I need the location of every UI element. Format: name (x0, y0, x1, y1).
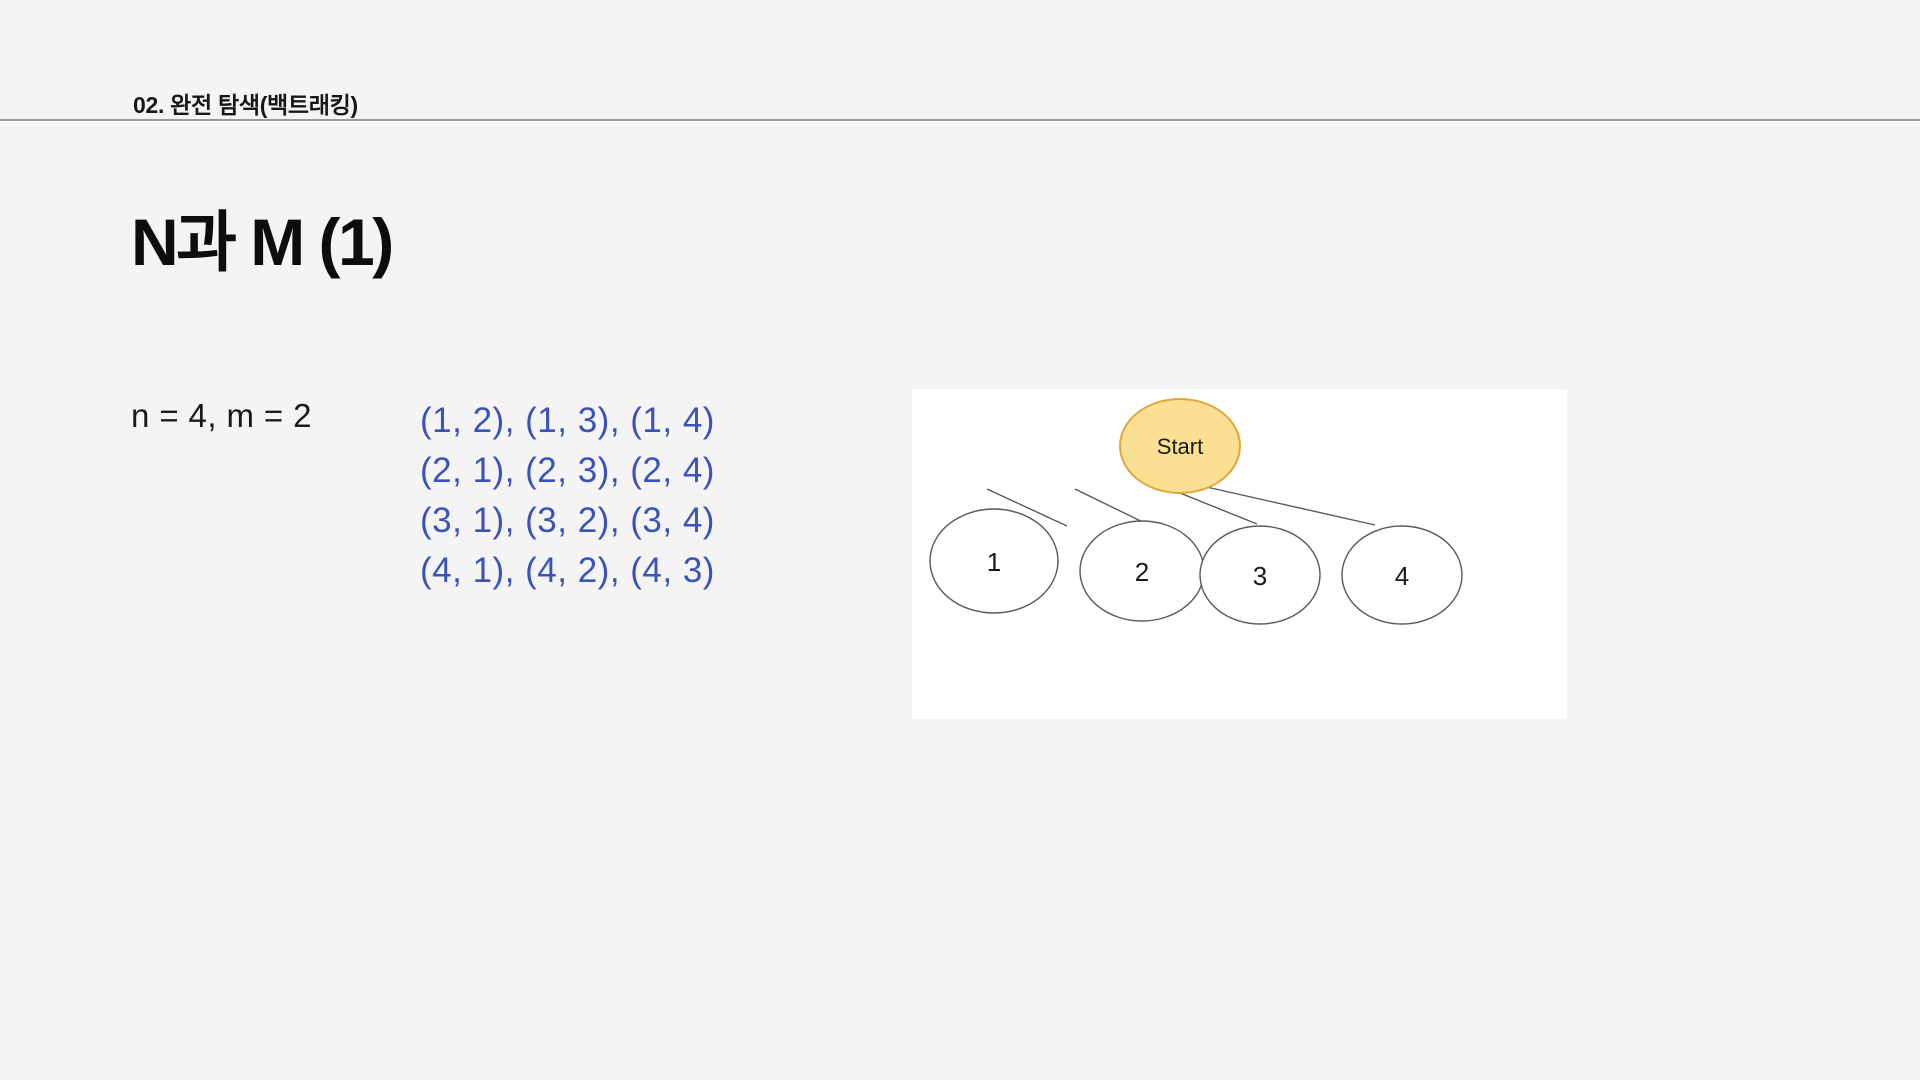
header-divider (0, 119, 1920, 122)
node-3-label: 3 (1253, 561, 1267, 591)
node-2-label: 2 (1135, 557, 1149, 587)
node-4-shape[interactable] (1341, 525, 1463, 625)
node-1-label: 1 (987, 547, 1001, 577)
tree-diagram: 1 2 3 4 Start (929, 398, 1463, 625)
tree-diagram-panel: 1 2 3 4 Start (912, 389, 1567, 719)
parameters-text: n = 4, m = 2 (131, 397, 312, 434)
tree-root-node: Start (1119, 398, 1241, 494)
page-title: N과 M (1) (131, 205, 394, 279)
edge-start-to-1 (986, 488, 1068, 527)
start-node-shape[interactable] (1119, 398, 1241, 494)
slide-header: 02. 완전 탐색(백트래킹) (0, 0, 1920, 150)
node-3-shape[interactable] (1199, 525, 1321, 625)
start-node-label: Start (1157, 434, 1203, 459)
pairs-row: (2, 1), (2, 3), (2, 4) (420, 451, 715, 490)
edge-start-to-4 (1179, 480, 1376, 526)
edge-start-to-3 (1169, 488, 1258, 525)
node-4-label: 4 (1395, 561, 1409, 591)
section-label: 02. 완전 탐색(백트래킹) (133, 92, 358, 118)
pairs-row: (3, 1), (3, 2), (3, 4) (420, 501, 715, 540)
pairs-row: (1, 2), (1, 3), (1, 4) (420, 401, 715, 440)
tree-leaf-nodes: 1 2 3 4 (929, 508, 1463, 625)
pairs-row: (4, 1), (4, 2), (4, 3) (420, 551, 715, 590)
permutation-pairs-list: (1, 2), (1, 3), (1, 4) (2, 1), (2, 3), (… (420, 396, 715, 596)
node-1-shape[interactable] (929, 508, 1059, 614)
